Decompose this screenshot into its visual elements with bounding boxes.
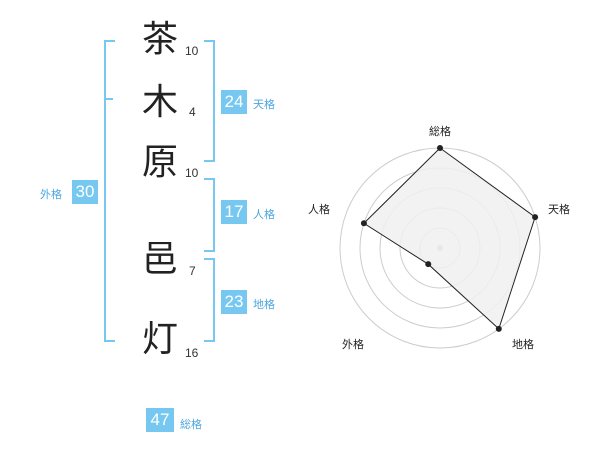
chikaku-bracket: [204, 258, 215, 342]
gaikaku-value: 30: [72, 180, 98, 204]
jinkaku-value: 17: [221, 200, 247, 224]
chikaku-label: 地格: [253, 298, 275, 311]
jinkaku-label: 人格: [253, 208, 275, 221]
stroke-count-5: 16: [185, 346, 199, 360]
stroke-count-3: 10: [185, 166, 199, 180]
radar-point-3: [495, 325, 502, 332]
radar-label-chikaku: 地格: [512, 338, 534, 351]
soukaku-value: 47: [146, 408, 174, 432]
stroke-count-1: 10: [185, 44, 199, 58]
chikaku-value: 23: [221, 290, 247, 314]
radar-point-2: [532, 214, 539, 221]
radar-label-soukaku: 総格: [429, 125, 451, 138]
tenkaku-value: 24: [221, 90, 247, 114]
jinkaku-bracket: [204, 178, 215, 252]
name-char-3: 原: [142, 142, 179, 183]
soukaku-label: 総格: [180, 418, 202, 431]
radar-point-1: [437, 145, 443, 151]
radar-point-4: [425, 261, 432, 268]
name-char-4: 邑: [142, 239, 179, 280]
radar-label-tenkaku: 天格: [548, 203, 570, 216]
gaikaku-bracket: [104, 40, 115, 342]
tenkaku-bracket: [204, 40, 215, 162]
radar-shape: [363, 147, 536, 330]
radar-points: [360, 145, 539, 332]
radar-label-gaikaku: 外格: [342, 338, 364, 351]
tenkaku-label: 天格: [253, 98, 275, 111]
gaikaku-label: 外格: [40, 188, 62, 201]
stroke-count-4: 7: [189, 264, 196, 278]
stroke-count-2: 4: [189, 105, 196, 119]
radar-label-jinkaku: 人格: [308, 203, 330, 216]
name-char-5: 灯: [142, 319, 179, 360]
name-char-1: 茶: [142, 19, 179, 60]
radar-point-5: [360, 220, 367, 227]
gaikaku-bracket-tick: [104, 98, 113, 100]
name-char-2: 木: [142, 82, 179, 123]
